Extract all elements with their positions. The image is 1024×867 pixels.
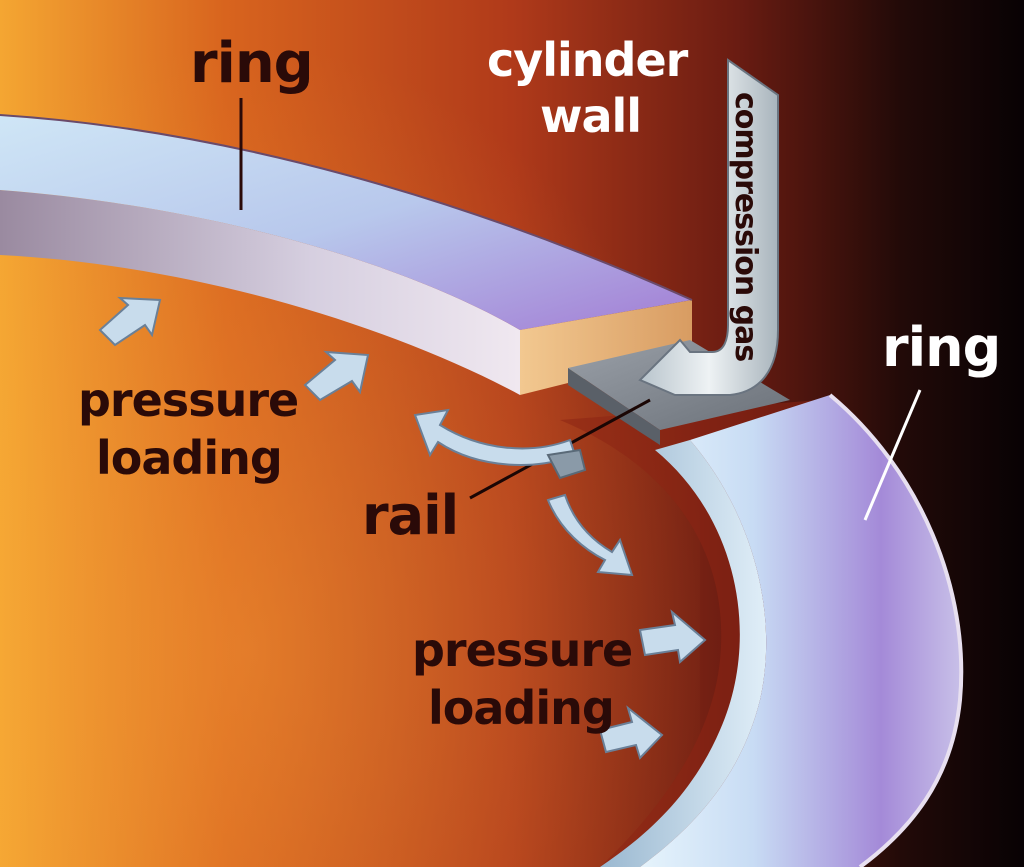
pressure-arrow-left-2[interactable]	[303, 350, 370, 402]
ring-top-label: ring	[190, 31, 313, 96]
top-ring-end	[520, 300, 692, 395]
compression-gas-label: compression gas	[728, 92, 763, 361]
right-ring-outer-edge	[828, 393, 964, 867]
top-ring-edge	[0, 114, 693, 301]
compression-gas-arrow[interactable]	[638, 58, 779, 396]
top-ring-side	[0, 190, 520, 395]
ring-right-label: ring	[882, 316, 1000, 379]
pressure-arrow-bottom-2[interactable]	[598, 705, 664, 760]
pressure-arrow-left-1[interactable]	[98, 296, 162, 347]
cylinder-wall-label-line2: wall	[540, 89, 641, 143]
pressure-arrow-down[interactable]	[546, 493, 634, 577]
ring-right-leader	[863, 389, 922, 521]
rail-front	[568, 368, 660, 445]
right-ring-inner	[600, 440, 767, 867]
pressure-arrow-bottom-1[interactable]	[638, 609, 707, 664]
pressure-loading-left-line2: loading	[96, 431, 282, 485]
cylinder-wall-label-line1: cylinder	[487, 33, 689, 87]
pressure-arrow-rail-2[interactable]	[546, 448, 587, 480]
pressure-loading-left-line1: pressure	[78, 373, 298, 427]
pressure-arrow-rail-1[interactable]	[413, 408, 577, 466]
top-ring-top	[0, 115, 692, 330]
right-ring-top	[640, 395, 962, 867]
pressure-loading-bottom-line1: pressure	[412, 623, 632, 677]
rail-label: rail	[362, 484, 458, 547]
pressure-loading-bottom-line2: loading	[428, 681, 614, 735]
